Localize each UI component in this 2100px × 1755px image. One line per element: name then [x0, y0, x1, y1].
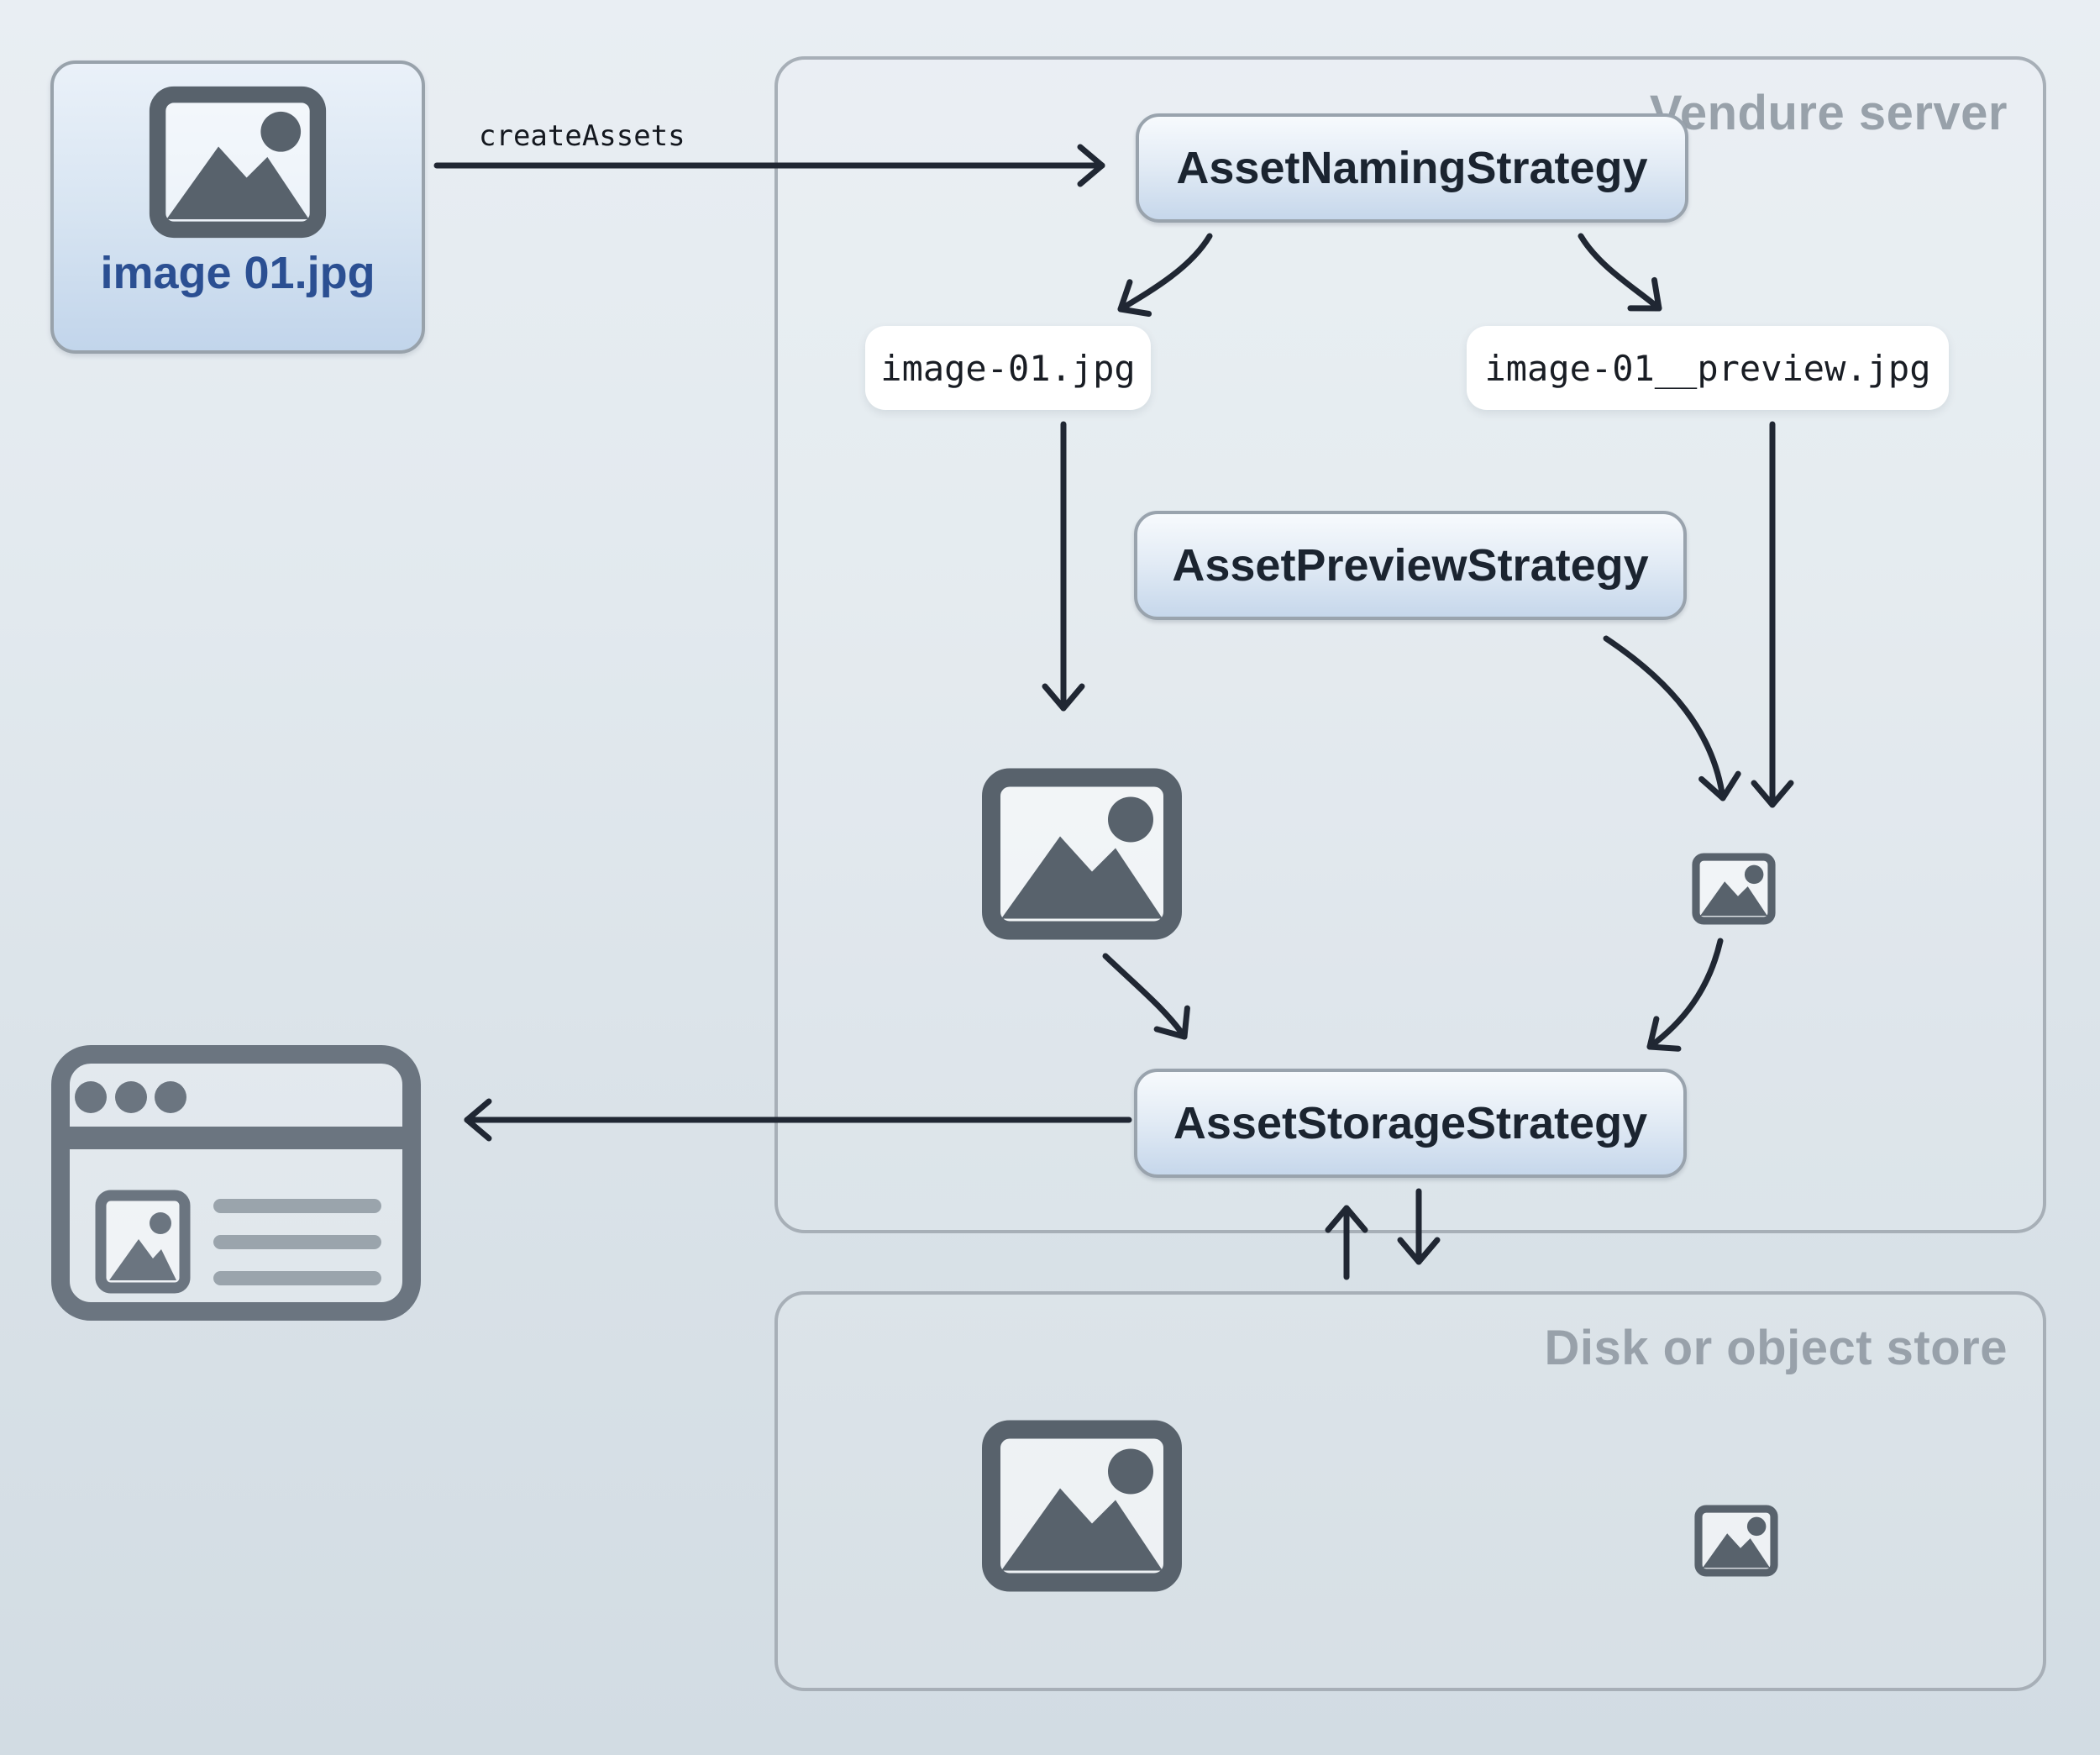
browser-thumbnail-image-icon: [95, 1190, 191, 1294]
stored-source-image-icon: [981, 1419, 1183, 1593]
browser-window-icon: [51, 1045, 421, 1321]
preview-image-icon: [1692, 852, 1776, 926]
stored-preview-image-icon: [1694, 1504, 1778, 1578]
vendure-server-label: Vendure server: [1649, 86, 2008, 140]
source-filename-pill: image-01.jpg: [865, 326, 1151, 410]
vendure-server-group: Vendure server: [774, 56, 2046, 1233]
asset-storage-strategy-label: AssetStorageStrategy: [1173, 1098, 1648, 1148]
disk-object-store-label: Disk or object store: [1544, 1321, 2008, 1375]
asset-storage-strategy-node: AssetStorageStrategy: [1134, 1069, 1687, 1178]
source-filename-text: image-01.jpg: [880, 347, 1136, 389]
asset-preview-strategy-label: AssetPreviewStrategy: [1172, 540, 1649, 591]
image-icon: [149, 86, 327, 239]
uploaded-file-card: image 01.jpg: [50, 60, 425, 354]
asset-naming-strategy-label: AssetNamingStrategy: [1176, 143, 1648, 193]
preview-filename-pill: image-01__preview.jpg: [1467, 326, 1949, 410]
browser-text-lines: [213, 1199, 381, 1285]
create-assets-call-label: createAssets: [479, 119, 685, 153]
source-image-icon: [981, 767, 1183, 941]
uploaded-file-name: image 01.jpg: [100, 248, 375, 298]
asset-naming-strategy-node: AssetNamingStrategy: [1136, 113, 1688, 223]
disk-object-store-group: Disk or object store: [774, 1291, 2046, 1691]
preview-filename-text: image-01__preview.jpg: [1484, 347, 1931, 389]
asset-preview-strategy-node: AssetPreviewStrategy: [1134, 511, 1687, 620]
